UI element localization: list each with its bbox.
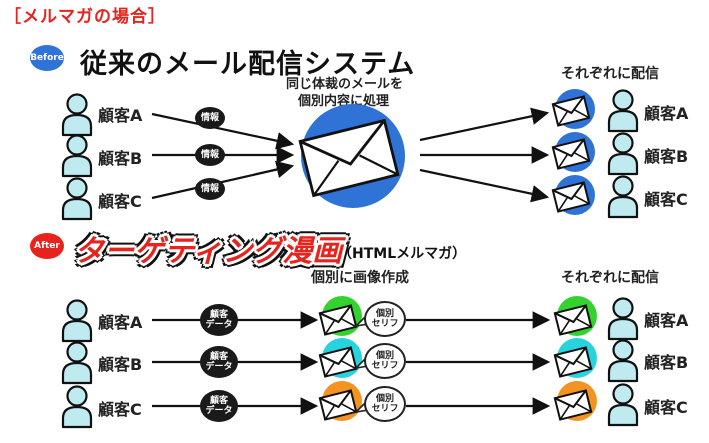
after-subtitle: （HTMLメルマガ） [338, 246, 467, 262]
after-customer-b: 顧客B [98, 355, 143, 374]
data-bubble-c: 顧客 データ [200, 390, 238, 422]
after-person-b-icon [61, 341, 93, 385]
data-bubble-b-line1: 顧客 [209, 352, 228, 362]
before-center-caption-1: 同じ体裁のメールを [286, 77, 404, 92]
speech-bubble-c: 個別 セリフ [364, 386, 406, 422]
after-right-person-b-icon [607, 339, 639, 383]
after-person-c-icon [61, 385, 93, 429]
data-bubble-b: 顧客 データ [200, 346, 238, 378]
after-right-person-a-icon [607, 297, 639, 341]
before-customer-b: 顧客B [98, 149, 143, 168]
after-customer-c: 顧客C [98, 400, 142, 419]
header-title: ［メルマガの場合］ [4, 7, 166, 27]
data-bubble-a: 顧客 データ [200, 304, 238, 336]
data-bubble-c-line1: 顧客 [209, 396, 228, 406]
after-right-customer-c: 顧客C [644, 398, 688, 417]
after-center-caption: 個別に画像作成 [311, 270, 409, 286]
before-right-person-b-icon [607, 132, 639, 176]
before-right-customer-c: 顧客C [644, 190, 688, 209]
before-person-c-icon [61, 177, 93, 221]
speech-bubble-b: 個別 セリフ [364, 343, 406, 379]
speech-bubble-c-line2: セリフ [371, 404, 399, 414]
before-person-b-icon [61, 134, 93, 178]
before-customer-c: 顧客C [98, 192, 142, 211]
info-bubble-b: 情報 [195, 144, 225, 166]
before-badge: Before [30, 45, 64, 71]
before-right-person-a-icon [607, 89, 639, 133]
data-bubble-a-line2: データ [205, 320, 233, 330]
speech-bubble-b-line2: セリフ [371, 361, 399, 371]
speech-bubble-a-line1: 個別 [375, 309, 394, 319]
speech-bubble-b-line1: 個別 [375, 351, 394, 361]
after-person-a-icon [61, 299, 93, 343]
before-title: 従来のメール配信システム [80, 49, 416, 80]
before-customer-a: 顧客A [98, 106, 143, 125]
after-badge: After [30, 233, 64, 259]
info-bubble-a: 情報 [195, 107, 225, 129]
speech-bubble-a: 個別 セリフ [364, 301, 406, 337]
before-center-caption-2: 個別内容に処理 [298, 94, 390, 109]
before-right-caption: それぞれに配信 [561, 66, 659, 82]
after-title: ターゲティング漫画 [74, 234, 343, 269]
before-right-customer-b: 顧客B [644, 147, 689, 166]
info-bubble-c: 情報 [195, 178, 225, 200]
data-bubble-b-line2: データ [205, 362, 233, 372]
data-bubble-c-line2: データ [205, 406, 233, 416]
before-right-customer-a: 顧客A [644, 104, 689, 123]
before-right-person-c-icon [607, 175, 639, 219]
speech-bubble-a-line2: セリフ [371, 319, 399, 329]
speech-bubble-c-line1: 個別 [375, 394, 394, 404]
after-right-customer-a: 顧客A [644, 311, 689, 330]
after-right-person-c-icon [607, 383, 639, 427]
data-bubble-a-line1: 顧客 [209, 310, 228, 320]
after-customer-a: 顧客A [98, 313, 143, 332]
after-right-caption: それぞれに配信 [561, 270, 659, 286]
after-right-customer-b: 顧客B [644, 353, 689, 372]
before-person-a-icon [61, 93, 93, 137]
